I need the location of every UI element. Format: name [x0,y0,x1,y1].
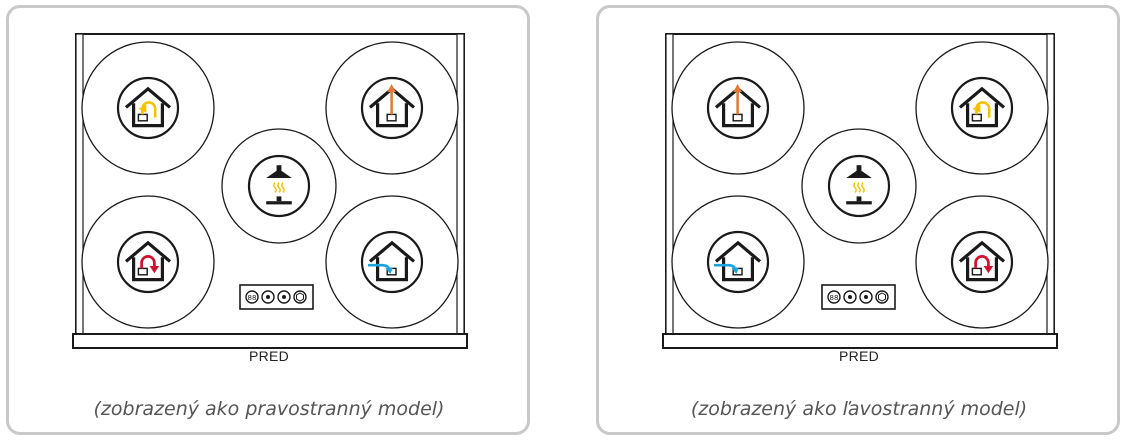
control-buttons-icon: 88 [821,284,896,310]
front-label: PRED [248,348,290,364]
ventilation-unit-top-view: 88 [662,33,1058,349]
caption: (zobrazený ako ľavostranný model) [690,398,1028,420]
port-outdoor-air [325,195,459,329]
ventilation-unit-top-view: 88 [72,33,468,349]
port-cooker-hood [221,128,337,244]
port-extract-air [81,41,215,175]
port-exhaust-air [325,41,459,175]
port-cooker-hood [801,128,917,244]
port-outdoor-air [671,195,805,329]
port-exhaust-air [671,41,805,175]
port-supply-air [915,195,1049,329]
port-supply-air [81,195,215,329]
port-extract-air [915,41,1049,175]
svg-text:88: 88 [248,294,257,302]
control-buttons-icon: 88 [239,284,314,310]
caption: (zobrazený ako pravostranný model) [93,398,445,420]
diagram-panel-right-sided: 88 PRED (zobrazený ako pravostranný mode… [6,5,530,435]
diagram-panel-left-sided: 88 PRED (zobrazený ako ľavostranný model… [596,5,1120,435]
front-label: PRED [838,348,880,364]
svg-text:88: 88 [830,294,839,302]
